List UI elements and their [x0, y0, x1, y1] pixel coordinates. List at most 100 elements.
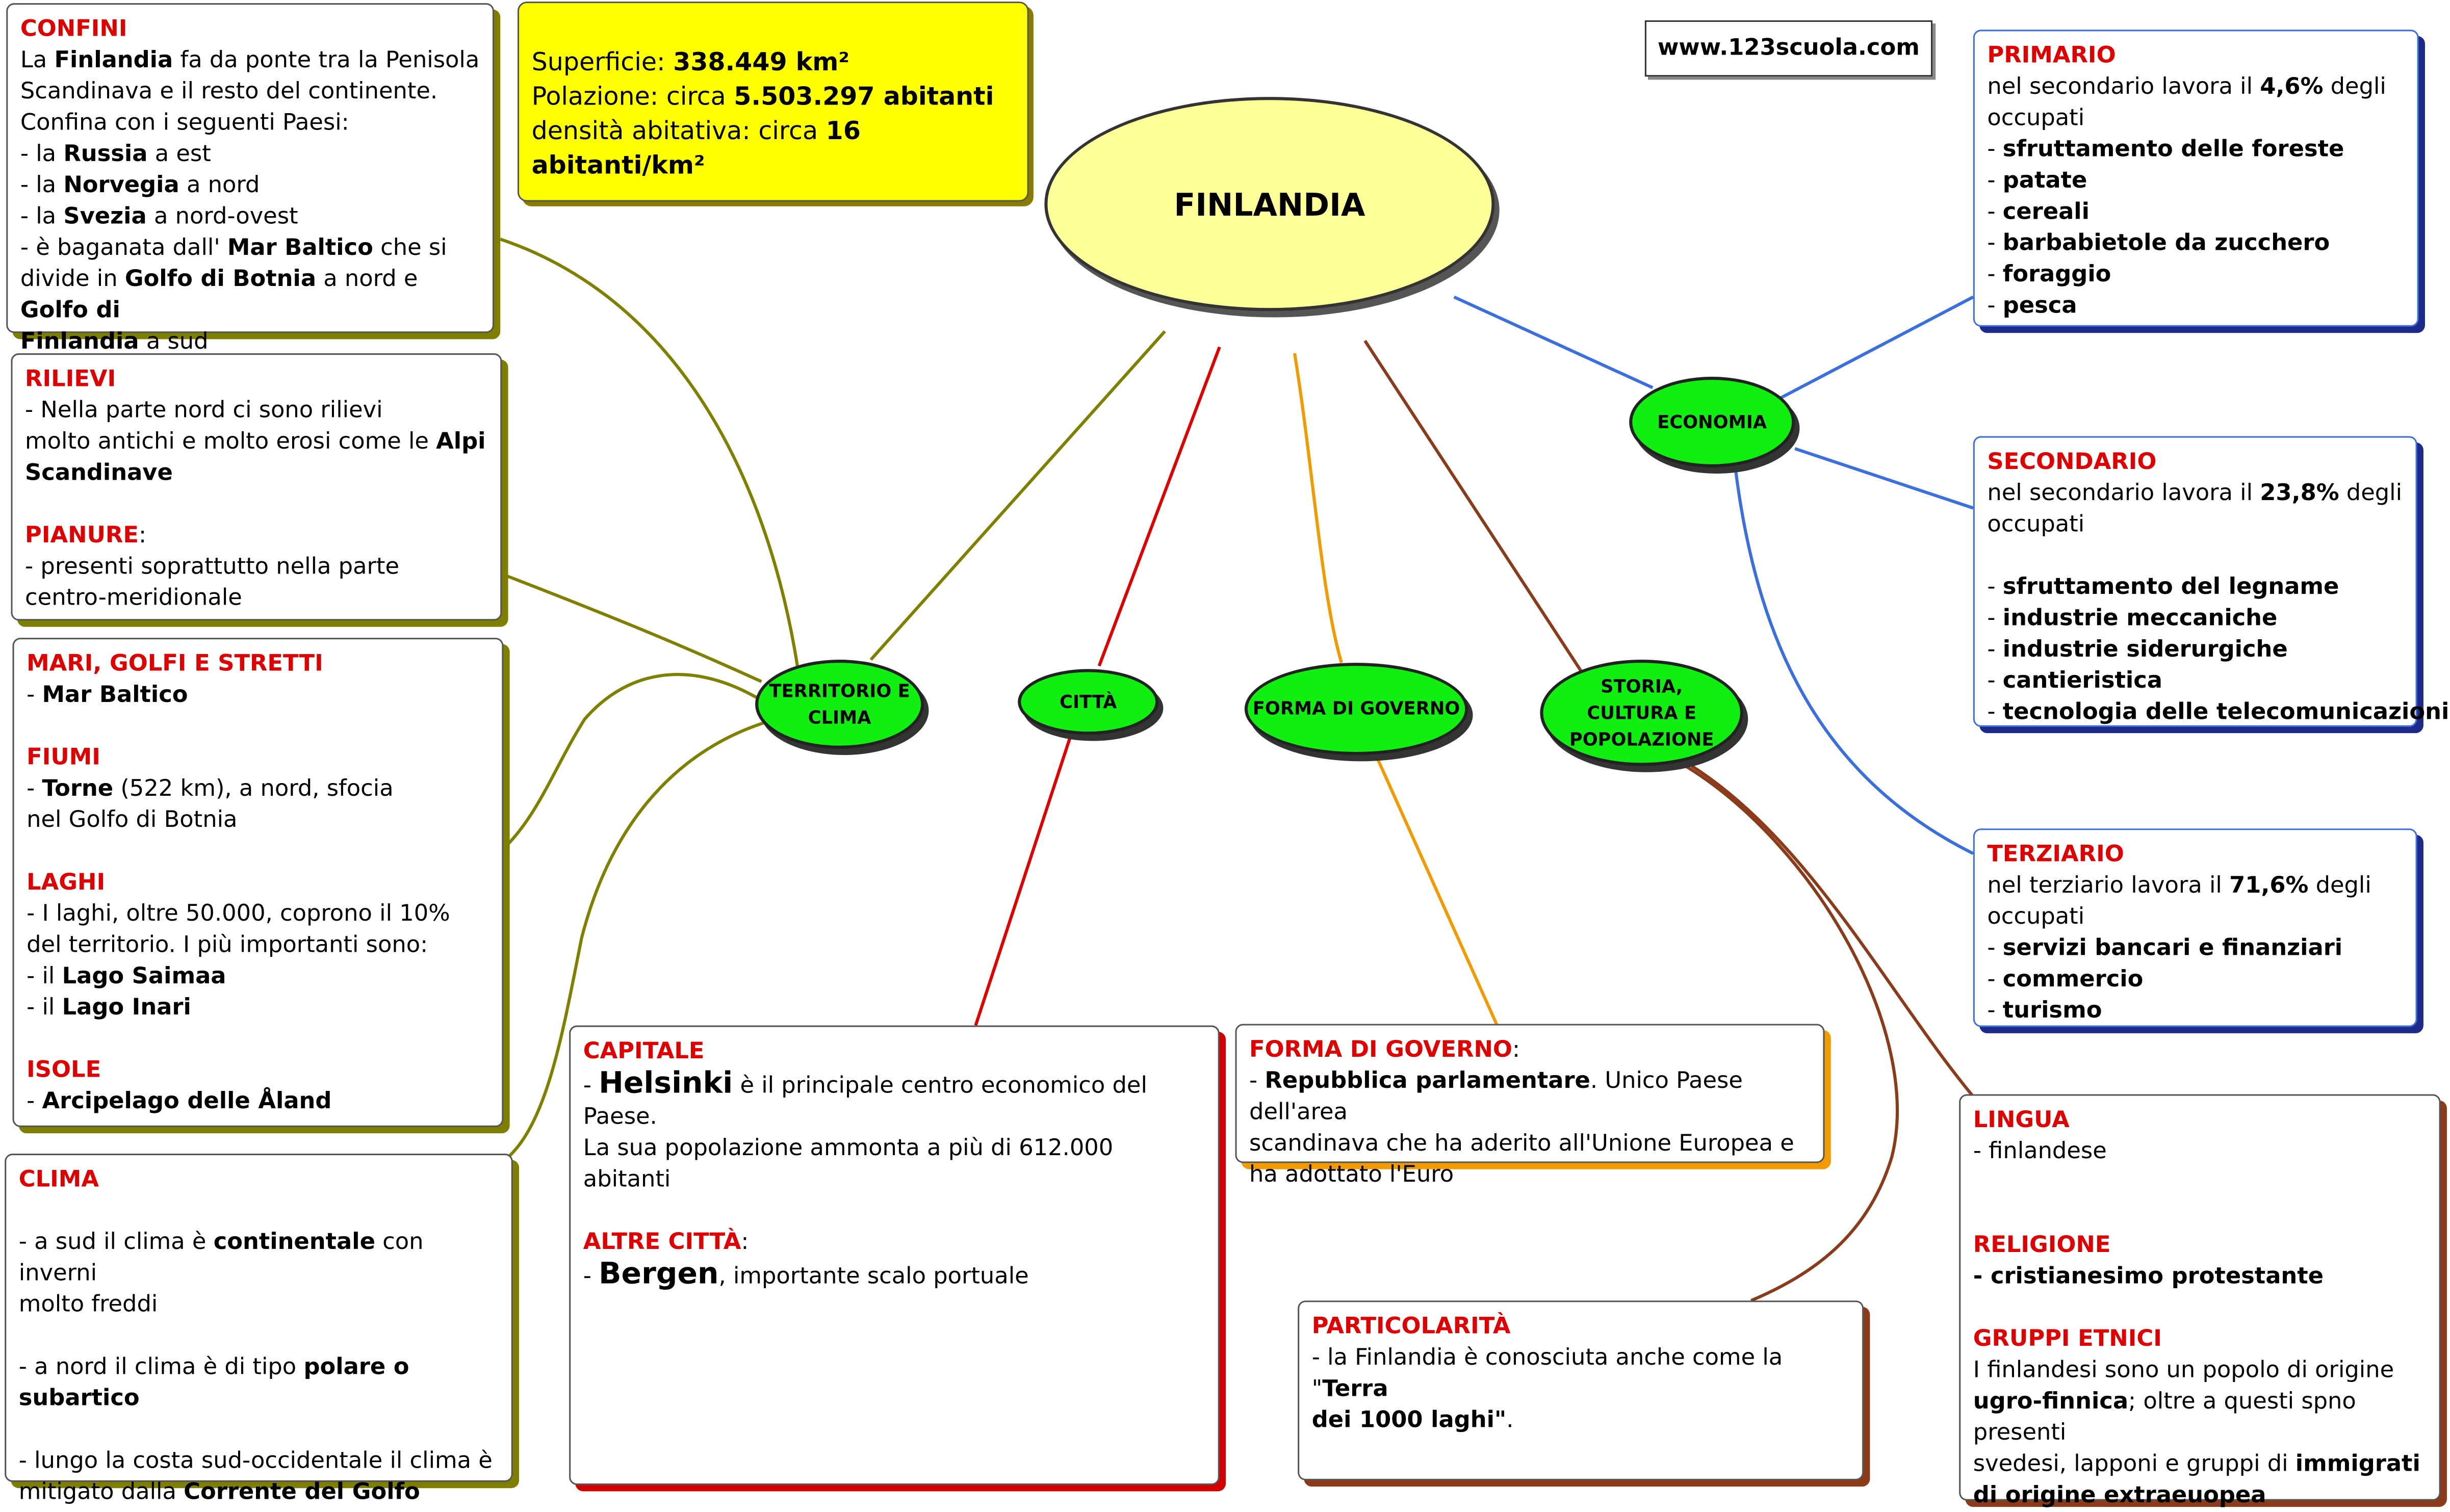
particolarita-box: PARTICOLARITÀ - la Finlandia è conosciut… — [1298, 1300, 1864, 1480]
altre-citta-line: - Bergen, importante scalo portuale — [583, 1257, 1029, 1291]
connector-economia-primario — [1778, 295, 1974, 400]
capitale-box: CAPITALE - Helsinki è il principale cent… — [569, 1025, 1220, 1485]
capitale-heading: CAPITALE — [583, 1038, 705, 1065]
secondario-item: - industrie meccaniche — [1987, 605, 2278, 632]
primario-item: - barbabietole da zucchero — [1987, 229, 2330, 256]
clima-heading: CLIMA — [18, 1166, 99, 1193]
node-forma-di-governo: FORMA DI GOVERNO — [1244, 663, 1468, 755]
secondario-item: - tecnologia delle telecomunicazioni — [1987, 698, 2449, 725]
popolazione-line: Polazione: circa 5.503.297 abitanti — [531, 81, 994, 111]
confini-line: - la Russia a est — [20, 140, 211, 168]
clima-line: molto freddi — [18, 1291, 158, 1318]
connector-storia-lingua — [1691, 764, 1979, 1103]
connector-territorio-main — [869, 330, 1166, 661]
secondario-heading: SECONDARIO — [1987, 449, 2157, 476]
connector-storia-particolarita — [1684, 764, 1899, 1302]
confini-line: - la Norvegia a nord — [20, 172, 260, 199]
connector-governo-main — [1293, 353, 1343, 664]
terziario-line: occupati — [1987, 903, 2085, 930]
governo-box: FORMA DI GOVERNO: - Repubblica parlament… — [1235, 1024, 1825, 1188]
laghi-heading: LAGHI — [27, 869, 106, 896]
terziario-line: nel terziario lavora il 71,6% degli — [1987, 872, 2371, 899]
pianure-line: centro-meridionale — [25, 584, 242, 611]
confini-line: Confina con i seguenti Paesi: — [20, 109, 349, 136]
capitale-line: - Helsinki è il principale centro econom… — [583, 1066, 1147, 1131]
particolarita-line: dei 1000 laghi". — [1311, 1406, 1514, 1433]
superficie-line: Superficie: 338.449 km² — [531, 46, 849, 77]
gruppi-line: di origine extraeuopea — [1973, 1481, 2266, 1509]
fiumi-heading: FIUMI — [27, 744, 100, 771]
node-economia: ECONOMIA — [1629, 377, 1795, 467]
connector-economia-main — [1453, 295, 1654, 389]
connector-territorio-clima — [504, 719, 771, 1161]
gruppi-heading: GRUPPI ETNICI — [1973, 1325, 2162, 1352]
primario-box: PRIMARIO nel secondario lavora il 4,6% d… — [1973, 30, 2419, 327]
isole-heading: ISOLE — [27, 1056, 101, 1084]
gruppi-line: svedesi, lapponi e gruppi di immigrati — [1973, 1450, 2420, 1477]
governo-line: ha adottato l'Euro — [1249, 1161, 1454, 1188]
governo-line: - Repubblica parlamentare. Unico Paese d… — [1249, 1067, 1743, 1126]
isole-line: - Arcipelago delle Åland — [27, 1088, 332, 1115]
rilievi-line: - Nella parte nord ci sono rilievi — [25, 397, 383, 424]
clima-box: CLIMA - a sud il clima è continentale co… — [5, 1154, 513, 1505]
primario-line: occupati — [1987, 105, 2085, 132]
connector-economia-secondario — [1794, 447, 1974, 510]
terziario-box: TERZIARIO nel terziario lavora il 71,6% … — [1973, 828, 2417, 1027]
mari-box: MARI, GOLFI E STRETTI - Mar Baltico FIUM… — [12, 638, 504, 1127]
node-citta: CITTÀ — [1018, 669, 1159, 735]
governo-heading: FORMA DI GOVERNO: — [1249, 1036, 1520, 1063]
religione-heading: RELIGIONE — [1973, 1232, 2111, 1259]
confini-box: CONFINI La Finlandia fa da ponte tra la … — [6, 3, 494, 355]
primario-line: nel secondario lavora il 4,6% degli — [1987, 73, 2386, 100]
lingua-line: - finlandese — [1973, 1138, 2107, 1165]
pianure-heading: PIANURE: — [25, 522, 147, 549]
particolarita-heading: PARTICOLARITÀ — [1311, 1313, 1511, 1340]
node-storia-cultura: STORIA, CULTURA E POPOLAZIONE — [1540, 660, 1744, 766]
connector-citta-capitale — [974, 734, 1073, 1026]
main-topic-node: FINLANDIA — [1044, 97, 1495, 311]
confini-line: La Finlandia fa da ponte tra la Penisola — [20, 46, 480, 74]
confini-line: Finlandia a sud — [20, 328, 209, 355]
confini-line: divide in Golfo di Botnia a nord e Golfo… — [20, 266, 418, 324]
pianure-line: - presenti soprattutto nella parte — [25, 553, 399, 580]
gruppi-line: I finlandesi sono un popolo di origine — [1973, 1357, 2394, 1384]
particolarita-line: - la Finlandia è conosciuta anche come l… — [1311, 1344, 1783, 1402]
capitale-line: La sua popolazione ammonta a più di 612.… — [583, 1135, 1114, 1162]
connector-territorio-rilievi — [504, 573, 762, 683]
primario-item: - foraggio — [1987, 261, 2111, 288]
site-link[interactable]: www.123scuola.com — [1644, 20, 1933, 77]
confini-line: - è baganata dall' Mar Baltico che si — [20, 234, 447, 262]
gruppi-line: ugro-finnica; oltre a questi spno presen… — [1973, 1388, 2356, 1446]
lingua-box: LINGUA - finlandese RELIGIONE - cristian… — [1959, 1094, 2441, 1508]
confini-line: Scandinava e il resto del continente. — [20, 78, 438, 105]
primario-item: - pesca — [1987, 292, 2077, 319]
rilievi-box: RILIEVI - Nella parte nord ci sono rilie… — [11, 353, 502, 621]
terziario-item: - commercio — [1987, 966, 2144, 993]
laghi-line: - il Lago Inari — [27, 994, 191, 1021]
clima-line: - a nord il clima è di tipo polare o sub… — [18, 1353, 409, 1412]
clima-line: - a sud il clima è continentale con inve… — [18, 1229, 424, 1287]
mari-line: - Mar Baltico — [27, 681, 188, 709]
secondario-line: nel secondario lavora il 23,8% degli — [1987, 480, 2403, 507]
connector-governo-box — [1374, 754, 1500, 1028]
secondario-item: - sfruttamento del legname — [1987, 573, 2339, 601]
clima-line: mitigato dalla Corrente del Golfo — [18, 1478, 420, 1505]
laghi-line: - I laghi, oltre 50.000, coprono il 10% — [27, 900, 450, 927]
connector-citta-main — [1097, 346, 1221, 667]
confini-line: - la Svezia a nord-ovest — [20, 203, 298, 230]
primario-heading: PRIMARIO — [1987, 42, 2116, 69]
primario-item: - patate — [1987, 167, 2087, 194]
terziario-item: - servizi bancari e finanziari — [1987, 934, 2343, 961]
terziario-heading: TERZIARIO — [1987, 841, 2124, 868]
clima-line: - lungo la costa sud-occidentale il clim… — [18, 1447, 493, 1474]
info-box: Superficie: 338.449 km² Polazione: circa… — [517, 2, 1029, 202]
secondario-item: - industrie siderurgiche — [1987, 636, 2288, 663]
fiumi-line: - Torne (522 km), a nord, sfocia — [27, 775, 394, 802]
altre-citta-heading: ALTRE CITTÀ: — [583, 1229, 749, 1256]
secondario-item: - cantieristica — [1987, 667, 2162, 694]
mari-heading: MARI, GOLFI E STRETTI — [27, 650, 323, 677]
confini-heading: CONFINI — [20, 15, 127, 42]
secondario-line: occupati — [1987, 511, 2085, 538]
